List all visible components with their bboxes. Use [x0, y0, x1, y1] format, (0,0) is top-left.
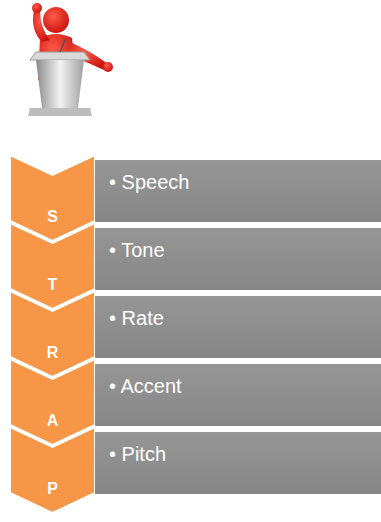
step-bar: • Tone — [95, 228, 381, 290]
step-letter: S — [10, 208, 95, 226]
chevron-step: P — [10, 427, 95, 513]
step-letter: T — [10, 276, 95, 294]
step-bar: • Accent — [95, 364, 381, 426]
step-bar: • Rate — [95, 296, 381, 358]
step-bar: • Speech — [95, 160, 381, 222]
step-label: • Rate — [109, 307, 164, 329]
step-label: • Accent — [109, 375, 182, 397]
step-label: • Tone — [109, 239, 165, 261]
step-label: • Speech — [109, 171, 189, 193]
step-label: • Pitch — [109, 443, 166, 465]
chevron-outline — [10, 427, 95, 513]
podium — [28, 38, 92, 116]
step-letter: R — [10, 344, 95, 362]
chevron-shape — [10, 427, 95, 513]
step-letter: A — [10, 412, 95, 430]
step-letter: P — [10, 480, 95, 498]
step-bar: • Pitch — [95, 432, 381, 494]
